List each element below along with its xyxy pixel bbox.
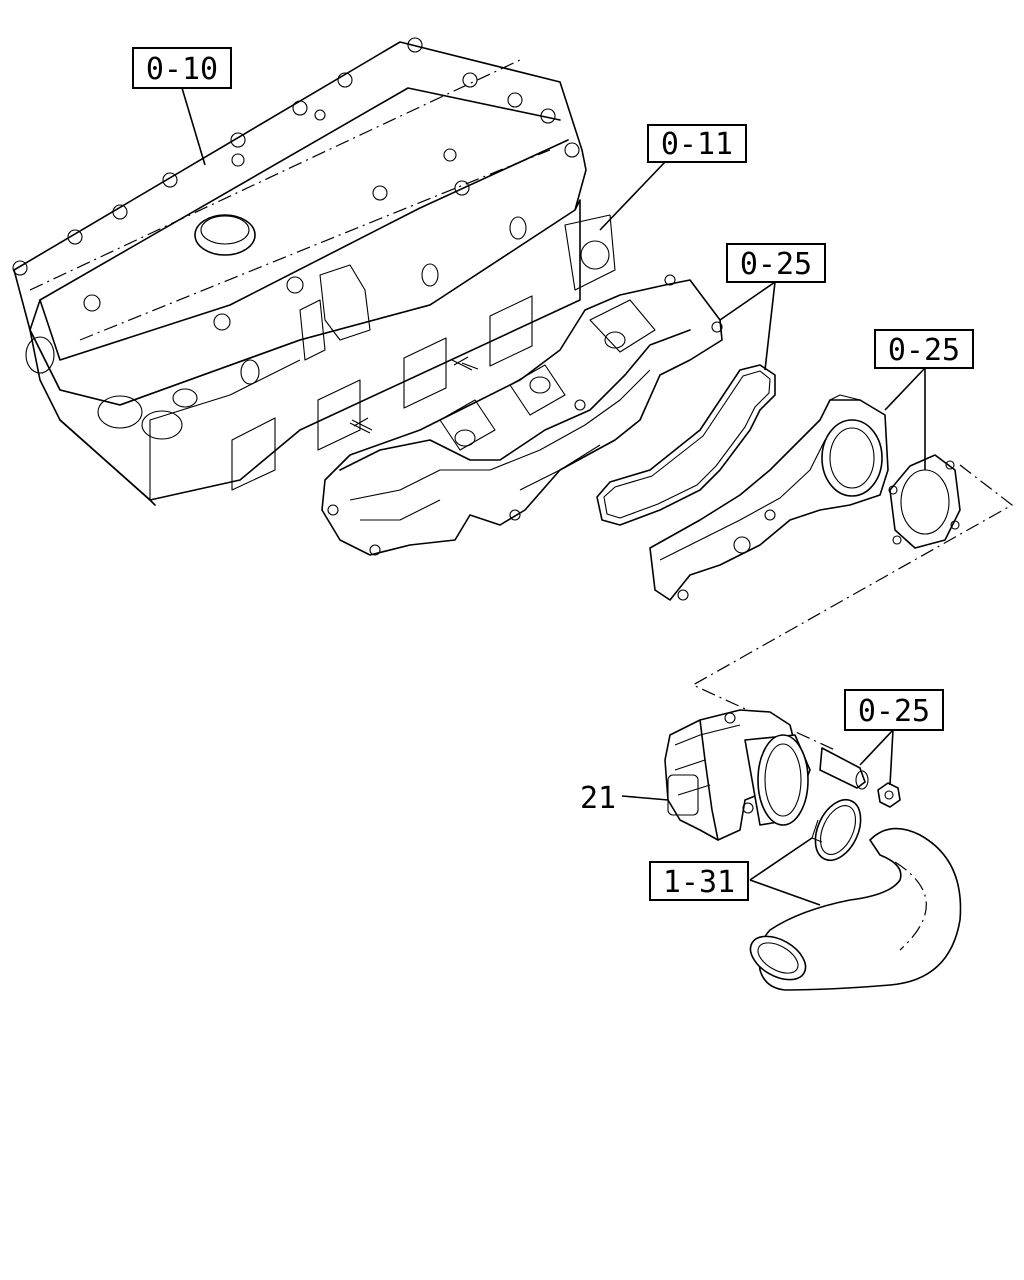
throttle-body [664,709,811,841]
manifold-gasket [596,364,776,526]
callout-fasteners-text: 0-25 [858,694,930,729]
intake-hose [749,827,962,991]
callout-head-text: 0-10 [146,52,218,87]
alignment-line [691,464,1014,751]
callout-gasket-ring-text: 0-25 [888,333,960,368]
callout-manifold-text: 0-11 [661,127,733,162]
cylinder-head [12,37,616,506]
callout-gasket-ring: 0-25 [874,329,974,369]
callout-gasket-upper: 0-25 [726,243,826,283]
callout-throttle-body: 21 [580,781,616,816]
callout-gasket-upper-text: 0-25 [740,247,812,282]
intake-manifold [321,274,723,556]
callout-hose: 1-31 [649,861,749,901]
callout-manifold: 0-11 [647,124,747,163]
callout-hose-text: 1-31 [663,865,735,900]
callout-throttle-body-text: 21 [580,781,616,816]
leader-lines [181,87,926,906]
bolt-and-nut [819,747,901,808]
hose-clamp [811,798,862,862]
adapter-housing [649,394,889,601]
callout-fasteners: 0-25 [844,689,944,731]
callout-head: 0-10 [132,47,232,89]
